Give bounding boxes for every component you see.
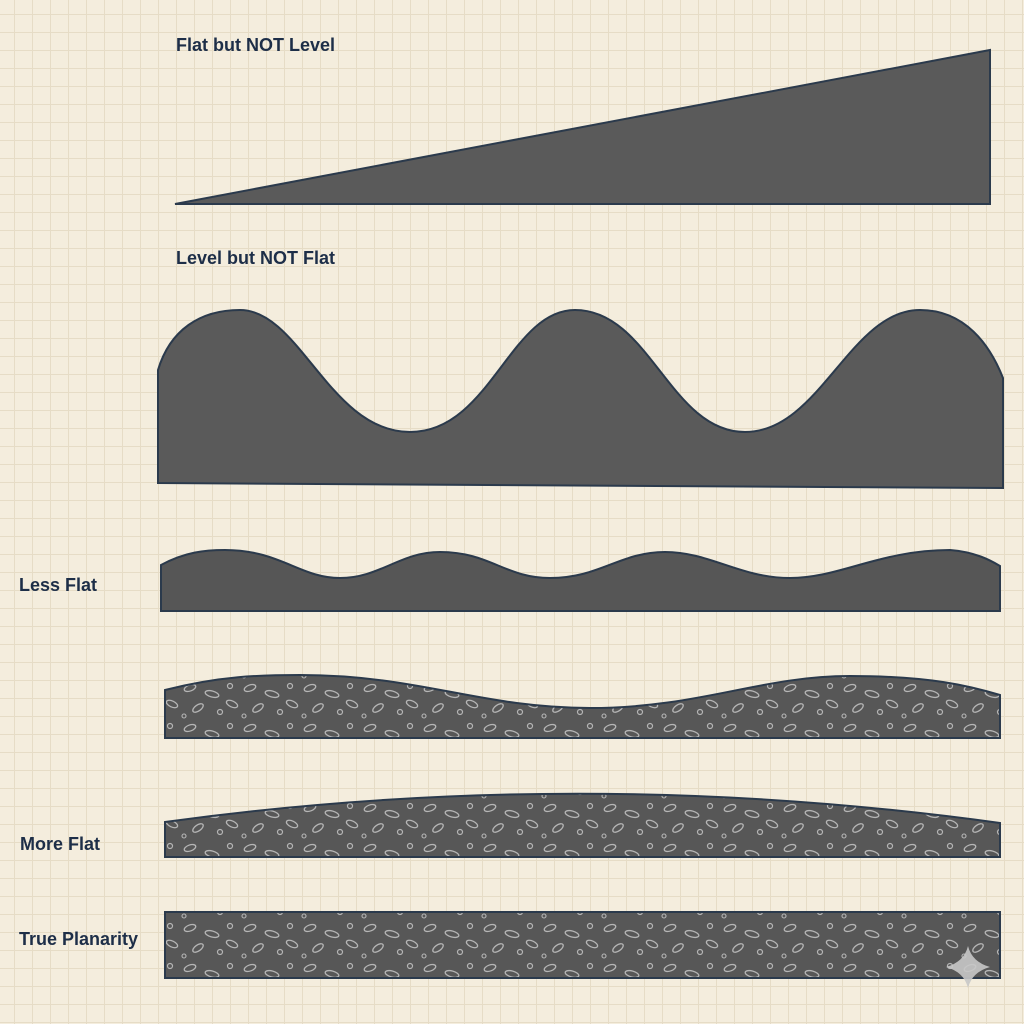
true-planarity-surface [164, 911, 1001, 979]
more-flat-surface [164, 792, 1001, 858]
label-level-but-not-flat: Level but NOT Flat [176, 248, 336, 268]
less-flat-surface [160, 548, 1001, 612]
label-less-flat: Less Flat [19, 575, 98, 595]
label-flat-but-not-level: Flat but NOT Level [176, 35, 336, 55]
sparkle-icon [946, 946, 990, 988]
wavy-level-surface [157, 308, 1004, 490]
label-more-flat: More Flat [20, 834, 101, 854]
label-true-planarity: True Planarity [19, 929, 139, 949]
slight-wave-surface [164, 673, 1001, 739]
sloped-surface [174, 48, 991, 205]
